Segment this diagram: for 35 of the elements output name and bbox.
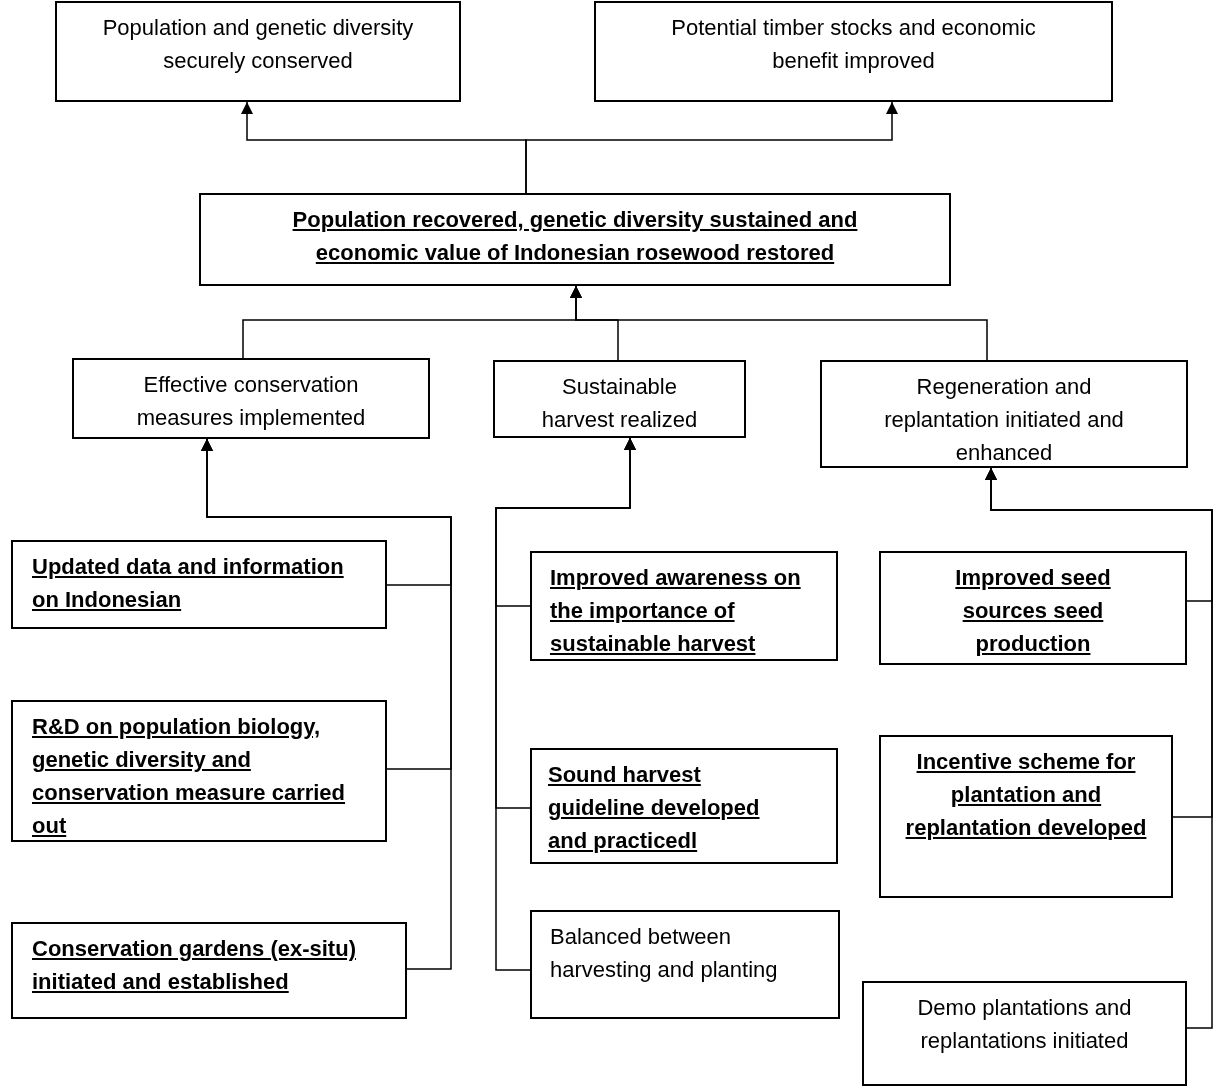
box-text: Balanced between harvesting and planting	[550, 923, 779, 984]
outcome-box	[530, 551, 838, 661]
box-text: Sustainable harvest realized	[540, 373, 699, 434]
box-text: Incentive scheme for plantation and replantation developed	[904, 748, 1148, 842]
outcome-box	[11, 540, 387, 629]
box-text: Conservation gardens (ex-situ) initiated and established	[32, 935, 357, 996]
outcome-box	[11, 700, 387, 842]
outcome-box	[55, 1, 461, 102]
outcome-box	[72, 358, 430, 439]
box-text: Population and genetic diversity securely conserved	[101, 14, 415, 75]
box-text: Updated data and information on Indonesian	[32, 553, 345, 614]
outcome-box	[530, 910, 840, 1019]
outcome-box	[862, 981, 1187, 1086]
arrow	[495, 437, 636, 971]
box-text: Demo plantations and replantations initiated	[916, 994, 1133, 1055]
outcome-box	[879, 551, 1187, 665]
arrow	[570, 285, 988, 361]
outcome-box	[879, 735, 1173, 898]
box-text: R&D on population biology, genetic diversity and conservation measure carried out	[32, 713, 347, 840]
box-text: Improved seed sources seed production	[954, 564, 1112, 658]
outcome-box	[530, 748, 838, 864]
box-text: Effective conservation measures implemented	[135, 371, 367, 432]
box-text: Regeneration and replantation initiated and enhanced	[883, 373, 1125, 467]
arrow	[985, 467, 1213, 1029]
outcome-box	[820, 360, 1188, 468]
arrow	[525, 101, 898, 194]
outcome-box	[493, 360, 746, 438]
box-text: Population recovered, genetic diversity sustained and economic value of Indonesian rosewood restored	[291, 206, 859, 267]
arrow	[201, 438, 452, 970]
outcome-box	[11, 922, 407, 1019]
box-text: Sound harvest guideline developed and practicedl	[548, 761, 761, 855]
outcome-box	[594, 1, 1113, 102]
outcome-box	[199, 193, 951, 286]
box-text: Improved awareness on the importance of sustainable harvest	[550, 564, 802, 658]
box-text: Potential timber stocks and economic benefit improved	[670, 14, 1037, 75]
